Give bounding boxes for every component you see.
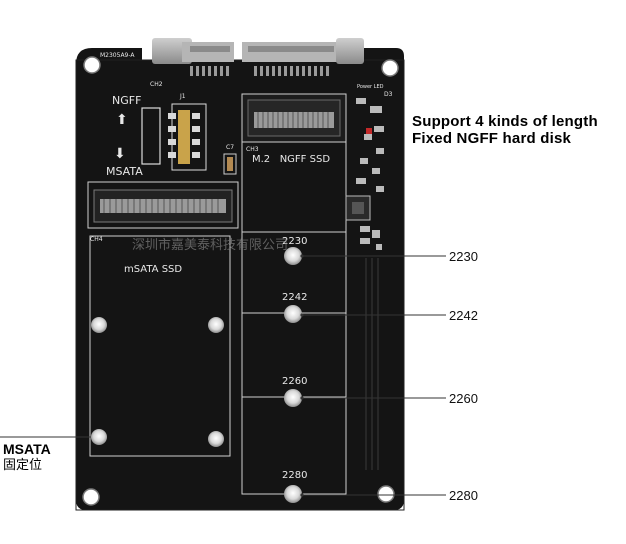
- ref-c7: C7: [226, 144, 234, 151]
- m2-connector: [241, 93, 347, 143]
- m2-hole-2280: [284, 485, 302, 503]
- msata-callout-title: MSATA: [3, 441, 51, 457]
- heading-line-1: Support 4 kinds of length: [412, 113, 598, 130]
- ref-ch4: CH4: [90, 236, 103, 243]
- silk-2260: 2260: [282, 376, 307, 387]
- watermark: 深圳市嘉美泰科技有限公司: [132, 237, 288, 253]
- callout-2260: 2260: [449, 391, 478, 406]
- ref-ch3: CH3: [246, 146, 259, 153]
- silk-2280: 2280: [282, 470, 307, 481]
- down-arrow-icon: ⬇: [114, 146, 126, 162]
- silk-2242: 2242: [282, 292, 307, 303]
- msata-slot-outline: [89, 235, 231, 457]
- ref-d3: D3: [384, 91, 393, 98]
- callout-2242: 2242: [449, 308, 478, 323]
- m2-slot-label: M.2 NGFF SSD: [252, 154, 330, 165]
- msata-callout-subtitle: 固定位: [3, 458, 43, 473]
- msata-connector: [87, 181, 239, 229]
- mount-hole-top-left: [83, 56, 101, 74]
- mount-hole-bottom-left: [82, 488, 100, 506]
- up-arrow-icon: ⬆: [116, 112, 128, 128]
- msata-hole-bottom-right: [208, 431, 224, 447]
- msata-slot-label: mSATA SSD: [124, 264, 182, 275]
- msata-hole-bottom-left: [91, 429, 107, 445]
- edge-pattern: [365, 258, 379, 470]
- callout-2280: 2280: [449, 488, 478, 503]
- jumper-j1: [141, 103, 237, 175]
- silk-2230: 2230: [282, 236, 307, 247]
- m2-hole-2242: [284, 305, 302, 323]
- mount-hole-top-right: [381, 59, 399, 77]
- msata-callout-label: MSATA 固定位: [3, 441, 51, 475]
- ref-j1: J1: [179, 93, 186, 100]
- mount-hole-bottom-right: [377, 485, 395, 503]
- heading-line-2: Fixed NGFF hard disk: [412, 130, 572, 147]
- msata-hole-top-left: [91, 317, 107, 333]
- ref-power-led: Power LED: [357, 84, 384, 90]
- m2-hole-2260: [284, 389, 302, 407]
- ref-ch2: CH2: [150, 81, 163, 88]
- smd-components: [345, 98, 384, 250]
- model-code: M2305A9-A: [100, 52, 135, 59]
- feature-heading: Support 4 kinds of length Fixed NGFF har…: [412, 113, 598, 147]
- sata-connector: [152, 38, 364, 76]
- m2-hole-2230: [284, 247, 302, 265]
- msata-hole-top-right: [208, 317, 224, 333]
- msata-silk-label: MSATA: [106, 165, 143, 178]
- callout-2230: 2230: [449, 249, 478, 264]
- callout-lines: [0, 255, 446, 496]
- ngff-silk-label: NGFF: [112, 94, 141, 107]
